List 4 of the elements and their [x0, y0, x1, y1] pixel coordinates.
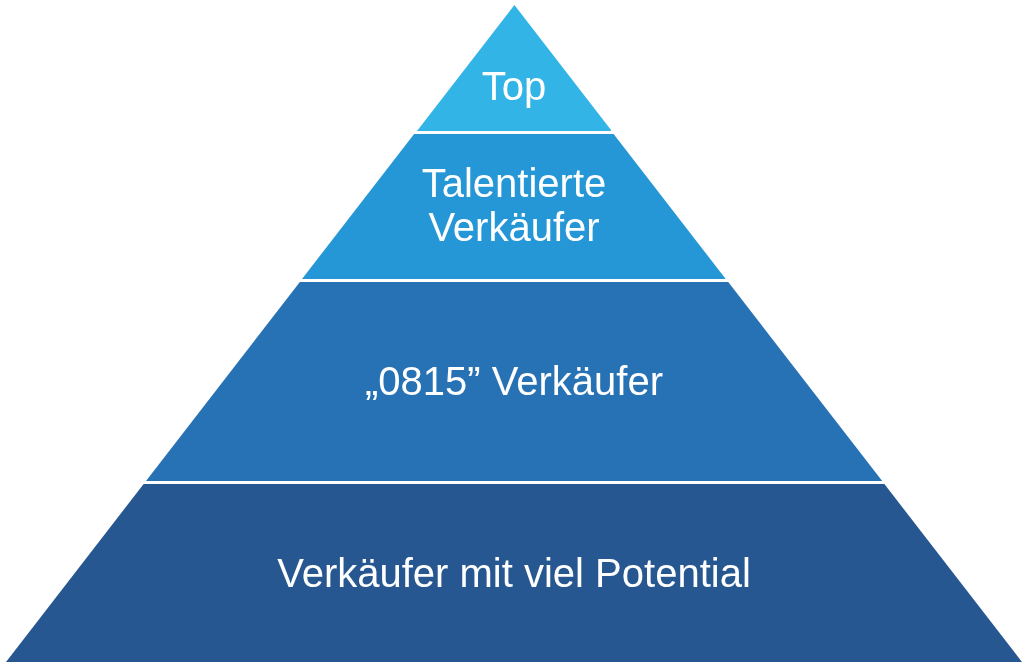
- level-label: „0815” Verkäufer: [364, 359, 664, 403]
- level-label: Talentierte Verkäufer: [420, 161, 608, 249]
- level-label: Verkäufer mit viel Potential: [276, 551, 752, 595]
- level-label: Top: [480, 64, 548, 108]
